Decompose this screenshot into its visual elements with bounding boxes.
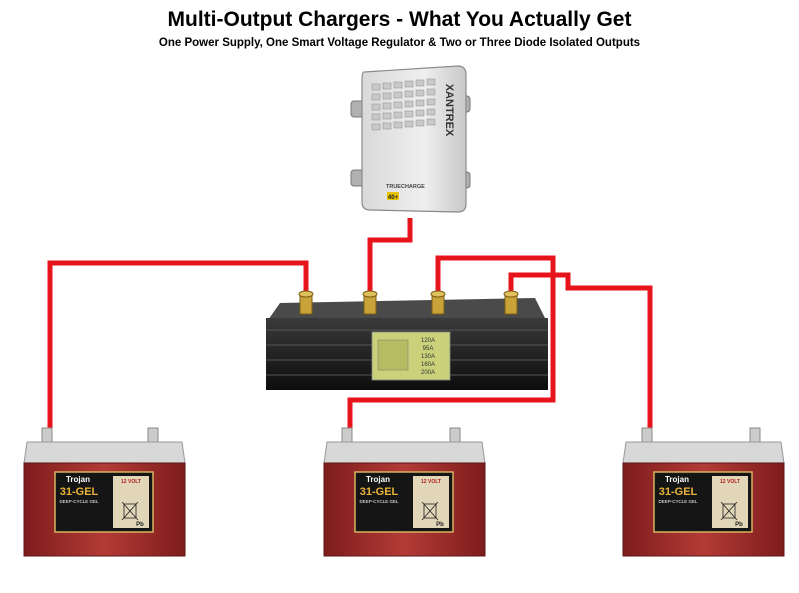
battery-recycle-mark: Pb	[436, 522, 444, 528]
battery-voltage: 12 VOLT	[720, 479, 740, 485]
isolator-terminal	[431, 291, 445, 314]
battery-post	[750, 428, 760, 442]
battery-right: Trojan 31-GEL DEEP-CYCLE GEL 12 VOLT Pb	[623, 428, 784, 556]
isolator-terminal	[504, 291, 518, 314]
charger-unit: XANTREX TRUECHARGE 40+	[351, 66, 470, 212]
battery-voltage: 12 VOLT	[121, 479, 141, 485]
battery-brand: Trojan	[66, 475, 90, 484]
charger-brand-label: XANTREX	[443, 84, 455, 137]
battery-post	[42, 428, 52, 442]
isolator-rating-3: 130A	[421, 354, 435, 360]
battery-post	[148, 428, 158, 442]
isolator-rating-5: 200A	[421, 370, 435, 376]
battery-left: Trojan 31-GEL DEEP-CYCLE GEL 12 VOLT Pb	[24, 428, 185, 556]
battery-voltage: 12 VOLT	[421, 479, 441, 485]
battery-model: 31-GEL	[360, 486, 399, 498]
charger-model-label: TRUECHARGE	[386, 184, 425, 190]
battery-lid	[24, 442, 185, 463]
battery-recycle-mark: Pb	[735, 522, 743, 528]
battery-brand: Trojan	[366, 475, 390, 484]
battery-model: 31-GEL	[60, 486, 99, 498]
isolator-terminal	[299, 291, 313, 314]
battery-type: DEEP-CYCLE GEL	[658, 499, 698, 504]
battery-center: Trojan 31-GEL DEEP-CYCLE GEL 12 VOLT Pb	[324, 428, 485, 556]
charger-amp-label: 40+	[388, 195, 399, 201]
isolator-label-diagram	[378, 340, 408, 370]
isolator-rating-2: 95A	[423, 346, 434, 352]
battery-post	[342, 428, 352, 442]
isolator-rating-4: 160A	[421, 362, 435, 368]
isolator-terminal	[363, 291, 377, 314]
battery-model: 31-GEL	[659, 486, 698, 498]
battery-post	[450, 428, 460, 442]
wire-charger-to-isolator	[370, 218, 410, 296]
battery-recycle-mark: Pb	[136, 522, 144, 528]
battery-post	[642, 428, 652, 442]
battery-lid	[324, 442, 485, 463]
diode-isolator: 120A 95A 130A 160A 200A	[266, 291, 548, 390]
battery-lid	[623, 442, 784, 463]
battery-brand: Trojan	[665, 475, 689, 484]
isolator-rating-1: 120A	[421, 338, 435, 344]
battery-type: DEEP-CYCLE GEL	[59, 499, 99, 504]
battery-type: DEEP-CYCLE GEL	[359, 499, 399, 504]
